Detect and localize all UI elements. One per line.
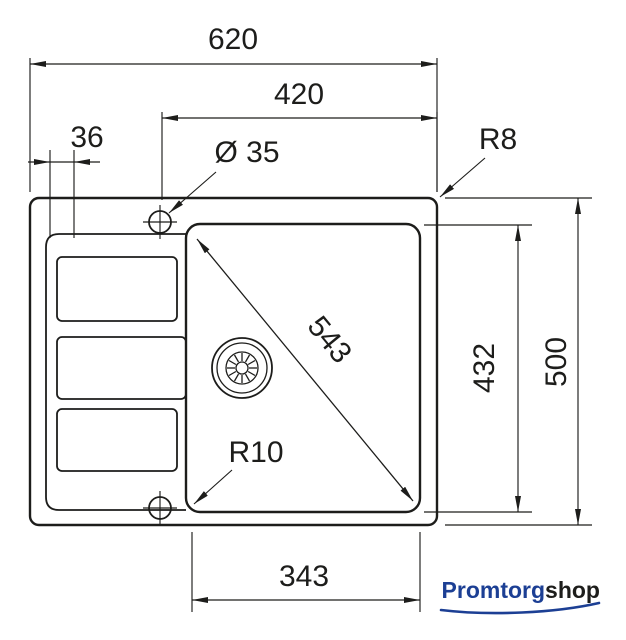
tap-hole-top xyxy=(143,205,177,239)
sink-body xyxy=(28,196,439,527)
dim-r8-label: R8 xyxy=(479,123,517,156)
dim-500-label: 500 xyxy=(540,337,573,387)
tap-hole-bottom xyxy=(143,491,177,525)
dim-343: 343 xyxy=(191,532,421,612)
svg-text:Promtorgshop: Promtorgshop xyxy=(442,577,600,603)
dim-500: 500 xyxy=(445,197,592,526)
dim-tap-hole: Ø 35 xyxy=(168,136,280,214)
logo-primary: Promtorg xyxy=(442,577,546,603)
dim-tap-hole-label: Ø 35 xyxy=(214,136,279,169)
dim-420-label: 420 xyxy=(274,78,324,111)
dim-r8: R8 xyxy=(439,123,517,198)
dim-r10-label: R10 xyxy=(228,436,283,469)
drainer-rib-bottom xyxy=(56,408,178,472)
dim-420: 420 xyxy=(161,78,438,200)
logo-swoosh xyxy=(439,601,601,615)
dim-620: 620 xyxy=(29,23,438,192)
drainer-rib-top xyxy=(56,256,178,322)
dim-620-label: 620 xyxy=(208,23,258,56)
drainer-contour xyxy=(45,233,186,511)
dim-432-label: 432 xyxy=(468,343,501,393)
brand-logo: Promtorgshop xyxy=(439,577,601,615)
dim-432: 432 xyxy=(424,224,532,513)
dim-36-label: 36 xyxy=(70,121,103,154)
dim-r10: R10 xyxy=(193,436,284,505)
dim-343-label: 343 xyxy=(279,560,329,593)
logo-secondary: shop xyxy=(545,577,600,603)
dim-36: 36 xyxy=(28,121,104,238)
